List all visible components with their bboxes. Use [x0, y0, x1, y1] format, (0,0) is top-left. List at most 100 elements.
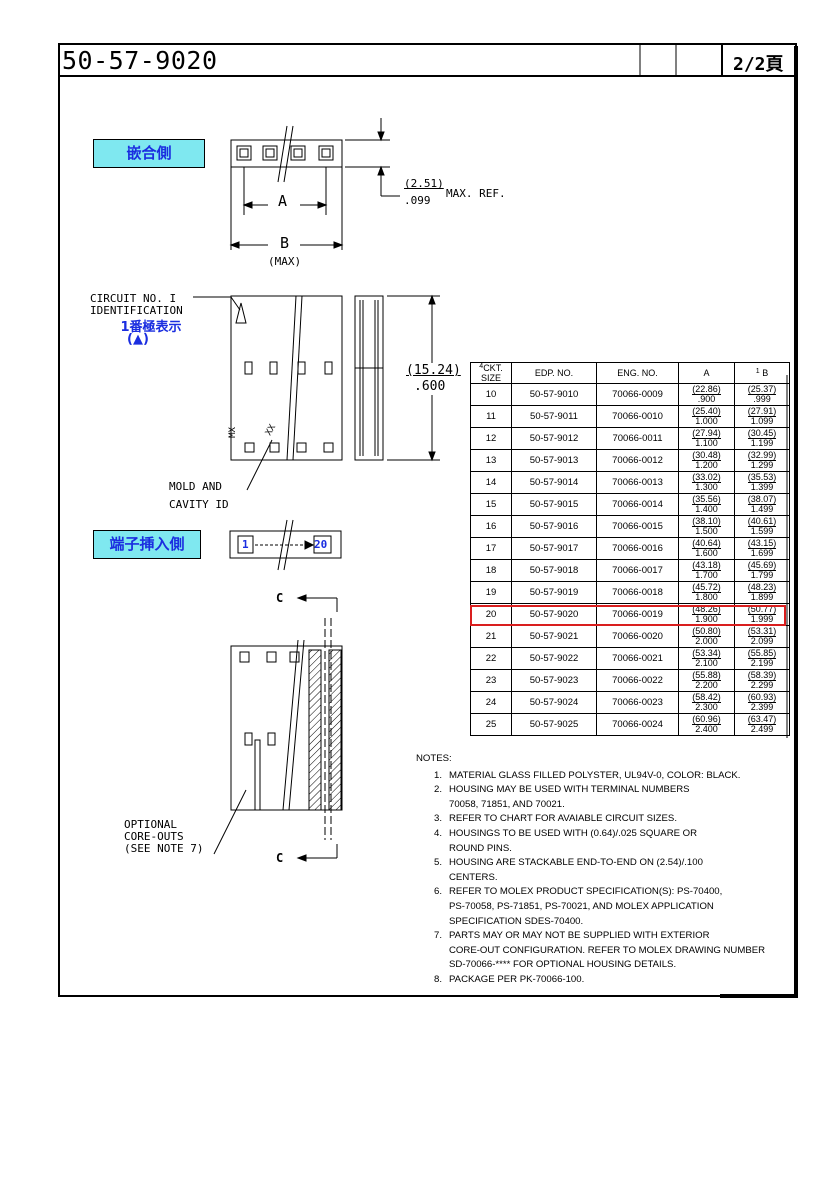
- no1-mark-symbol: (▲): [127, 332, 149, 347]
- note-number: 5.: [433, 857, 442, 869]
- b-mm: (58.39): [747, 669, 777, 681]
- cell-ckt: 15: [470, 493, 512, 516]
- cell-eng: 70066-0011: [596, 427, 679, 450]
- note-item: 5. HOUSING ARE STACKABLE END-TO-END ON (2…: [416, 856, 796, 885]
- a-in: 1.200: [695, 459, 718, 470]
- b-mm: (45.69): [747, 559, 777, 571]
- note-number: 7.: [433, 930, 442, 942]
- note-number: 4.: [433, 827, 442, 839]
- cell-ckt: 10: [470, 383, 512, 406]
- cell-b: (30.45)1.199: [734, 427, 790, 450]
- cell-ckt: 25: [470, 713, 512, 736]
- col-eng: ENG. NO.: [596, 362, 679, 384]
- maxref-label: MAX. REF.: [446, 187, 506, 200]
- b-mm: (60.93): [747, 691, 777, 703]
- cell-a: (22.86).900: [678, 383, 735, 406]
- cell-b: (63.47)2.499: [734, 713, 790, 736]
- note-text: HOUSINGS TO BE USED WITH (0.64)/.025 SQU…: [449, 827, 698, 854]
- b-mm: (38.07): [747, 493, 777, 505]
- note-item: 6.REFER TO MOLEX PRODUCT SPECIFICATION(S…: [416, 885, 796, 929]
- section-c-bottom: C: [276, 851, 284, 865]
- b-in: 1.199: [750, 437, 774, 448]
- cell-b: (32.99)1.299: [734, 449, 790, 472]
- note-number: 8.: [433, 973, 442, 985]
- cell-a: (50.80)2.000: [678, 625, 735, 648]
- b-mm: (48.23): [747, 581, 777, 593]
- dim-a: A: [278, 192, 288, 210]
- a-in: 1.300: [695, 481, 718, 492]
- insertion-strip: [229, 519, 342, 571]
- a-mm: (33.02): [692, 471, 721, 483]
- a-mm: (40.64): [692, 537, 721, 549]
- cell-b: (25.37).999: [734, 383, 790, 406]
- cell-a: (58.42)2.300: [678, 691, 735, 714]
- a-in: 2.100: [695, 657, 718, 668]
- a-in: 1.500: [695, 525, 718, 536]
- mx-mark: MX: [227, 427, 238, 438]
- cell-ckt: 18: [470, 559, 512, 582]
- cell-ckt: 12: [470, 427, 512, 450]
- note-text: PARTS MAY OR MAY NOT BE SUPPLIED WITH EX…: [449, 930, 766, 971]
- circuit-id-line1: CIRCUIT NO. I: [90, 292, 177, 305]
- a-in: 1.700: [695, 569, 718, 580]
- b-mm: (35.53): [747, 471, 777, 483]
- cell-b: (38.07)1.499: [734, 493, 790, 516]
- note-number: 1.: [433, 769, 442, 781]
- cell-eng: 70066-0014: [596, 493, 679, 516]
- b-in: 2.299: [750, 679, 774, 690]
- cell-b: (43.15)1.699: [734, 537, 790, 560]
- cell-eng: 70066-0013: [596, 471, 679, 494]
- b-in: 1.099: [750, 415, 774, 426]
- cell-a: (38.10)1.500: [678, 515, 735, 538]
- notes-list: 1.MATERIAL GLASS FILLED POLYSTER, UL94V-…: [416, 769, 796, 988]
- b-in: 1.599: [750, 525, 774, 536]
- cell-b: (60.93)2.399: [734, 691, 790, 714]
- notes-header: NOTES:: [416, 753, 452, 764]
- cell-edp: 50-57-9016: [511, 515, 597, 538]
- cell-a: (25.40)1.000: [678, 405, 735, 428]
- note-text: REFER TO CHART FOR AVAIABLE CIRCUIT SIZE…: [449, 813, 677, 825]
- note-number: 2.: [433, 784, 442, 796]
- col-edp: EDP. NO.: [511, 362, 597, 384]
- b-mm: (25.37): [747, 383, 777, 395]
- mold-cavity-line1: MOLD AND: [169, 480, 222, 493]
- note-text: PACKAGE PER PK-70066-100.: [449, 973, 585, 985]
- insertion-side-label: 端子挿入側: [93, 530, 201, 559]
- cell-eng: 70066-0012: [596, 449, 679, 472]
- b-mm: (32.99): [747, 449, 777, 461]
- a-mm: (58.42): [692, 691, 721, 703]
- cell-ckt: 13: [470, 449, 512, 472]
- optional-line1: OPTIONAL: [124, 818, 177, 831]
- cell-edp: 50-57-9018: [511, 559, 597, 582]
- note-item: 4. HOUSINGS TO BE USED WITH (0.64)/.025 S…: [416, 827, 796, 856]
- note-text: HOUSING MAY BE USED WITH TERMINAL NUMBER…: [449, 784, 690, 810]
- note-number: 6.: [433, 886, 442, 898]
- cell-b: (48.23)1.899: [734, 581, 790, 604]
- a-in: 1.800: [695, 591, 718, 602]
- note-text: HOUSING ARE STACKABLE END-TO-END ON (2.5…: [449, 857, 703, 883]
- cell-eng: 70066-0024: [596, 713, 679, 736]
- cell-ckt: 14: [470, 471, 512, 494]
- b-in: 2.099: [750, 635, 774, 646]
- cell-b: (27.91)1.099: [734, 405, 790, 428]
- a-mm: (30.48): [692, 449, 721, 461]
- a-in: 1.900: [695, 613, 718, 624]
- b-in: 1.799: [750, 569, 774, 580]
- cell-ckt: 16: [470, 515, 512, 538]
- height-in: .600: [414, 379, 446, 394]
- cell-a: (27.94)1.100: [678, 427, 735, 450]
- cell-eng: 70066-0016: [596, 537, 679, 560]
- b-mm: (63.47): [747, 713, 777, 725]
- cell-edp: 50-57-9017: [511, 537, 597, 560]
- highlighted-row-frame: [470, 605, 786, 626]
- cell-edp: 50-57-9024: [511, 691, 597, 714]
- cell-b: (40.61)1.599: [734, 515, 790, 538]
